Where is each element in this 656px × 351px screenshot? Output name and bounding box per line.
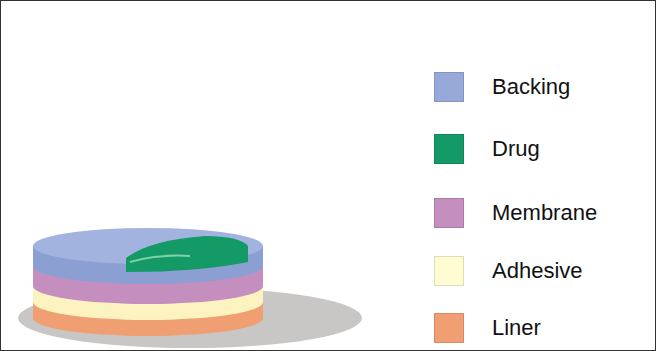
- legend-swatch: [434, 198, 464, 228]
- legend-label: Adhesive: [492, 258, 583, 284]
- legend-label: Liner: [492, 315, 541, 341]
- legend-label: Membrane: [492, 200, 597, 226]
- legend-swatch: [434, 256, 464, 286]
- legend-row: Backing: [434, 70, 570, 104]
- legend-label: Drug: [492, 136, 540, 162]
- legend-row: Liner: [434, 311, 541, 345]
- legend-swatch: [434, 313, 464, 343]
- legend-row: Adhesive: [434, 254, 583, 288]
- legend-label: Backing: [492, 74, 570, 100]
- legend-row: Membrane: [434, 196, 597, 230]
- legend-swatch: [434, 134, 464, 164]
- legend-swatch: [434, 72, 464, 102]
- drug-highlight: [130, 256, 190, 262]
- legend-row: Drug: [434, 132, 540, 166]
- drug-reservoir: [126, 236, 248, 272]
